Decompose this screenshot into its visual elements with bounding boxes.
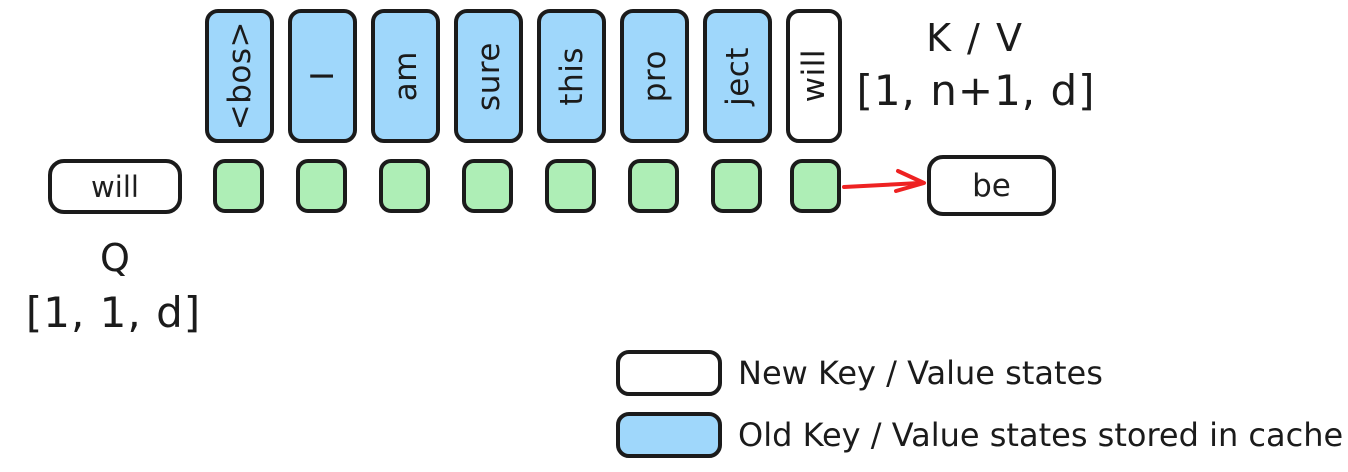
- kv-token-box: ject: [703, 9, 772, 143]
- output-cell: [628, 159, 679, 213]
- kv-token-label: I: [304, 71, 341, 81]
- kv-token-box: this: [537, 9, 606, 143]
- kv-token-label: <bos>: [221, 21, 258, 131]
- output-cell: [711, 159, 762, 213]
- kv-token-box: pro: [620, 9, 689, 143]
- kv-token-label: will: [796, 49, 832, 103]
- kv-annotation-shape: [1, n+1, d]: [856, 66, 1096, 115]
- kv-annotation-title: K / V: [926, 16, 1024, 60]
- kv-token-box: <bos>: [205, 9, 274, 143]
- result-token-label: be: [972, 167, 1011, 204]
- output-cell: [213, 159, 264, 213]
- kv-token-box: am: [371, 9, 440, 143]
- legend-label: Old Key / Value states stored in cache: [738, 416, 1344, 454]
- output-cell: [545, 159, 596, 213]
- output-cell: [790, 159, 841, 213]
- query-token-box: will: [48, 159, 182, 214]
- kv-token-label: sure: [470, 41, 507, 111]
- output-cell: [296, 159, 347, 213]
- kv-token-box-new: will: [786, 9, 842, 143]
- query-annotation-shape: [1, 1, d]: [25, 288, 202, 337]
- output-cell: [462, 159, 513, 213]
- kv-token-label: pro: [636, 49, 673, 103]
- kv-token-label: ject: [719, 46, 756, 106]
- legend-swatch-new: [616, 350, 722, 396]
- kv-token-label: am: [387, 50, 424, 102]
- legend-label: New Key / Value states: [738, 354, 1103, 392]
- query-annotation-title: Q: [100, 236, 130, 280]
- output-cell: [379, 159, 430, 213]
- kv-token-box: sure: [454, 9, 523, 143]
- result-token-box: be: [927, 155, 1056, 216]
- kv-token-label: this: [553, 46, 590, 106]
- query-token-label: will: [91, 169, 139, 204]
- prediction-arrow-icon: [842, 169, 926, 193]
- legend-swatch-old: [616, 412, 722, 458]
- kv-token-box: I: [288, 9, 357, 143]
